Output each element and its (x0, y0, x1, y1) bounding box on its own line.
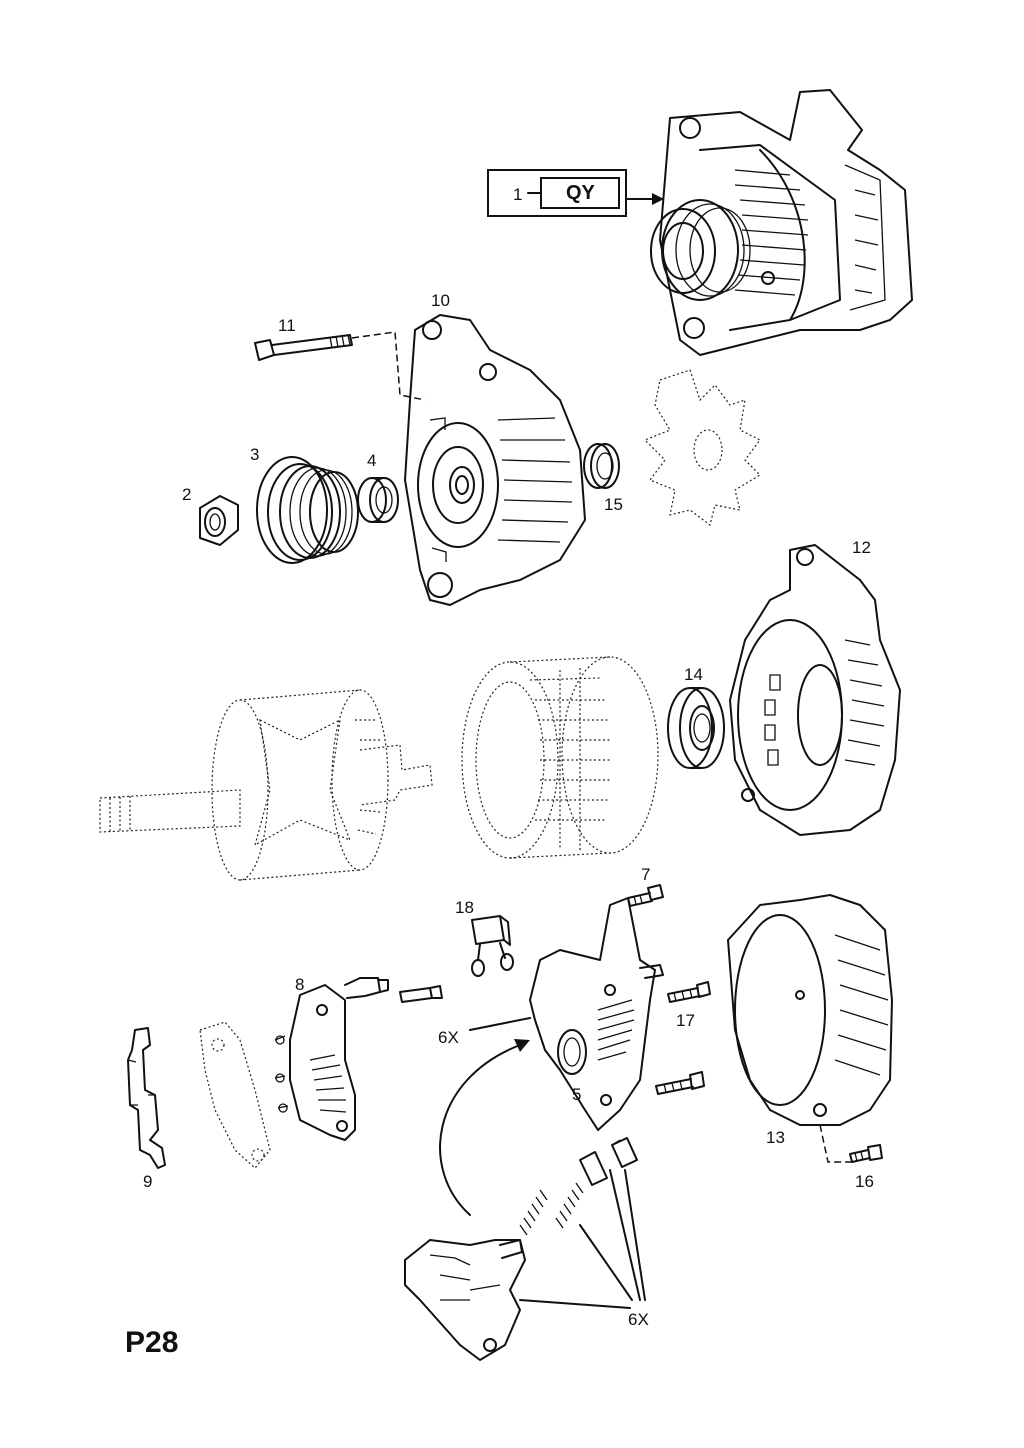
curved-arrow-head-icon (514, 1039, 530, 1052)
part-label-16: 16 (855, 1172, 874, 1191)
part-13-rear-cover (727, 894, 893, 1126)
part-8-rectifier (274, 977, 443, 1141)
arrow-head-icon (652, 193, 664, 205)
part-label-18: 18 (455, 898, 474, 917)
part-label-11: 11 (278, 316, 296, 335)
page-code: P28 (125, 1326, 178, 1359)
part-3-pulley (256, 456, 359, 564)
part-label-4: 4 (367, 451, 376, 470)
part-2-nut (199, 495, 239, 546)
part-12-slip-ring-end-bracket (729, 544, 901, 836)
part-11-bolt (254, 331, 426, 401)
part-1-callout: 1 QY (487, 169, 664, 217)
regulator-screw (655, 1071, 705, 1095)
part-label-12: 12 (852, 538, 871, 557)
part-18-brush (471, 915, 514, 977)
rotor-drawing (99, 689, 433, 881)
part-17-screw (667, 981, 711, 1003)
part-15-seal-ring (583, 443, 620, 489)
part-7-screw (627, 884, 664, 907)
part-label-6x-b: 6X (628, 1310, 649, 1329)
part-label-1: 1 (513, 185, 522, 204)
part-label-7: 7 (641, 865, 650, 884)
part-5-regulator (529, 897, 664, 1131)
part-label-10: 10 (431, 291, 450, 310)
part-label-14: 14 (684, 665, 703, 684)
insulating-plate-drawing (199, 1021, 271, 1169)
stator-drawing (461, 656, 659, 859)
part-16-screw (849, 1144, 883, 1163)
part-4-spacer (357, 477, 399, 523)
part-label-2: 2 (182, 485, 191, 504)
part-label-15: 15 (604, 495, 623, 514)
part-label-13: 13 (766, 1128, 785, 1147)
part-label-9: 9 (143, 1172, 152, 1191)
part-label-5: 5 (572, 1085, 581, 1104)
part-label-17: 17 (676, 1011, 695, 1030)
alternator-assembly-drawing (650, 89, 913, 356)
part-14-bearing (667, 687, 725, 769)
fan-drawing (643, 369, 761, 527)
part-10-drive-end-bracket (404, 314, 586, 606)
part-label-3: 3 (250, 445, 259, 464)
assembly-arrow (439, 1039, 530, 1216)
part-9-connector-strip (127, 1027, 166, 1169)
part-code-qy: QY (566, 182, 596, 204)
part-label-6x-a: 6X (438, 1028, 459, 1047)
part-label-8: 8 (295, 975, 304, 994)
brush-holder-drawing (404, 1137, 646, 1361)
